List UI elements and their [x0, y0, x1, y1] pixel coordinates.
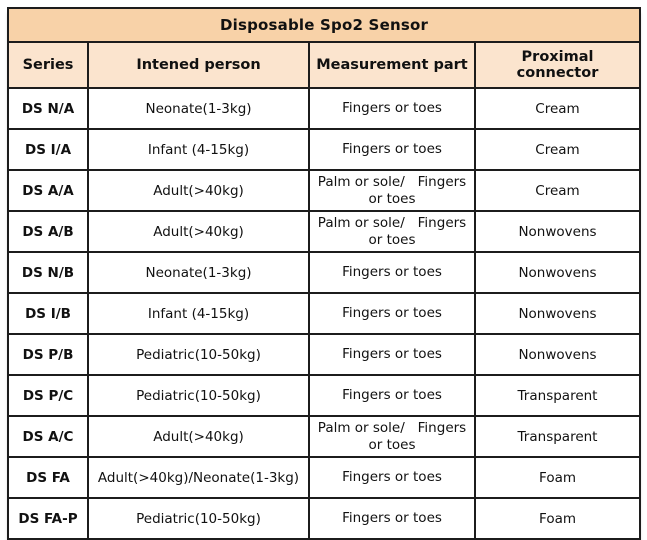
cell-measurement-part: Fingers or toes [308, 374, 476, 417]
cell-proximal-connector: Nonwovens [473, 251, 642, 294]
cell-series: DS N/B [7, 251, 89, 294]
column-header-proximal-connector: Proximal connector [473, 41, 642, 89]
table-row: DS FA Adult(>40kg)/Neonate(1-3kg) Finger… [7, 456, 642, 499]
table-row: DS N/B Neonate(1-3kg) Fingers or toes No… [7, 251, 642, 294]
cell-intended-person: Pediatric(10-50kg) [87, 333, 310, 376]
cell-series: DS A/C [7, 415, 89, 458]
cell-intended-person: Adult(>40kg) [87, 169, 310, 212]
cell-measurement-part: Palm or sole/ Fingers or toes [308, 415, 476, 458]
cell-measurement-part: Palm or sole/ Fingers or toes [308, 210, 476, 253]
spo2-sensor-table: Disposable Spo2 Sensor Series Intened pe… [6, 7, 642, 540]
table-body: DS N/A Neonate(1-3kg) Fingers or toes Cr… [7, 87, 642, 540]
cell-measurement-part: Fingers or toes [308, 87, 476, 130]
cell-intended-person: Infant (4-15kg) [87, 292, 310, 335]
table-title-row: Disposable Spo2 Sensor [6, 7, 642, 43]
cell-series: DS FA [7, 456, 89, 499]
column-header-series: Series [7, 41, 89, 89]
cell-series: DS A/B [7, 210, 89, 253]
cell-proximal-connector: Cream [473, 87, 642, 130]
cell-measurement-part: Fingers or toes [308, 456, 476, 499]
cell-intended-person: Adult(>40kg)/Neonate(1-3kg) [87, 456, 310, 499]
cell-proximal-connector: Transparent [473, 374, 642, 417]
cell-intended-person: Neonate(1-3kg) [87, 251, 310, 294]
cell-series: DS A/A [7, 169, 89, 212]
table-row: DS P/B Pediatric(10-50kg) Fingers or toe… [7, 333, 642, 376]
cell-measurement-part: Fingers or toes [308, 497, 476, 540]
table-row: DS A/B Adult(>40kg) Palm or sole/ Finger… [7, 210, 642, 253]
cell-proximal-connector: Cream [473, 128, 642, 171]
cell-proximal-connector: Foam [473, 497, 642, 540]
table-row: DS I/B Infant (4-15kg) Fingers or toes N… [7, 292, 642, 335]
cell-series: DS P/B [7, 333, 89, 376]
table-row: DS N/A Neonate(1-3kg) Fingers or toes Cr… [7, 87, 642, 130]
cell-measurement-part: Fingers or toes [308, 292, 476, 335]
column-header-intended-person: Intened person [87, 41, 310, 89]
cell-proximal-connector: Nonwovens [473, 333, 642, 376]
table-row: DS FA-P Pediatric(10-50kg) Fingers or to… [7, 497, 642, 540]
table-row: DS P/C Pediatric(10-50kg) Fingers or toe… [7, 374, 642, 417]
table-header-row: Series Intened person Measurement part P… [7, 41, 642, 89]
cell-intended-person: Pediatric(10-50kg) [87, 374, 310, 417]
cell-measurement-part: Fingers or toes [308, 333, 476, 376]
cell-measurement-part: Fingers or toes [308, 251, 476, 294]
cell-measurement-part: Palm or sole/ Fingers or toes [308, 169, 476, 212]
cell-series: DS I/B [7, 292, 89, 335]
table-title: Disposable Spo2 Sensor [6, 7, 642, 43]
cell-intended-person: Infant (4-15kg) [87, 128, 310, 171]
cell-proximal-connector: Cream [473, 169, 642, 212]
cell-series: DS I/A [7, 128, 89, 171]
cell-intended-person: Neonate(1-3kg) [87, 87, 310, 130]
cell-proximal-connector: Foam [473, 456, 642, 499]
column-header-measurement-part: Measurement part [308, 41, 476, 89]
cell-proximal-connector: Transparent [473, 415, 642, 458]
table-row: DS A/A Adult(>40kg) Palm or sole/ Finger… [7, 169, 642, 212]
cell-intended-person: Adult(>40kg) [87, 210, 310, 253]
cell-intended-person: Pediatric(10-50kg) [87, 497, 310, 540]
cell-proximal-connector: Nonwovens [473, 210, 642, 253]
cell-intended-person: Adult(>40kg) [87, 415, 310, 458]
table-row: DS A/C Adult(>40kg) Palm or sole/ Finger… [7, 415, 642, 458]
cell-measurement-part: Fingers or toes [308, 128, 476, 171]
cell-series: DS P/C [7, 374, 89, 417]
cell-series: DS N/A [7, 87, 89, 130]
cell-proximal-connector: Nonwovens [473, 292, 642, 335]
cell-series: DS FA-P [7, 497, 89, 540]
table-row: DS I/A Infant (4-15kg) Fingers or toes C… [7, 128, 642, 171]
